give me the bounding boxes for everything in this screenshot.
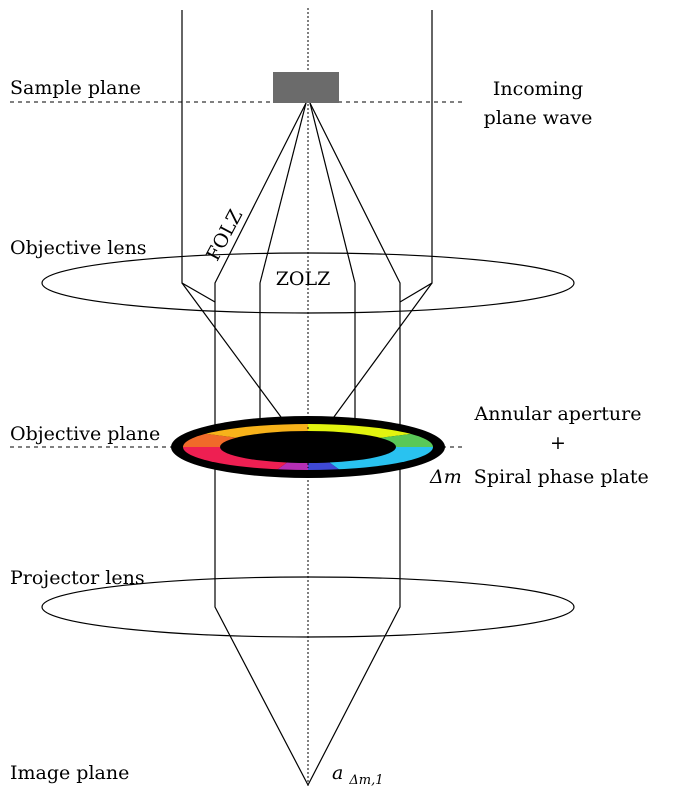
projector-lens bbox=[41, 576, 575, 638]
zolz-label: ZOLZ bbox=[276, 268, 331, 290]
incoming-label-line1: Incoming bbox=[493, 78, 583, 100]
image-amplitude-main: a bbox=[332, 762, 343, 784]
folz-label: FOLZ bbox=[202, 206, 247, 265]
plus-label: + bbox=[550, 432, 566, 454]
spiral-phase-plate-text: Spiral phase plate bbox=[474, 466, 649, 488]
sample-block bbox=[273, 72, 339, 103]
incoming-beam-right-edge bbox=[399, 10, 433, 303]
projector-lens-label: Projector lens bbox=[10, 567, 145, 589]
annular-aperture-label: Annular aperture bbox=[474, 403, 642, 425]
objective-lens-label: Objective lens bbox=[10, 237, 147, 259]
incoming-label-line2: plane wave bbox=[484, 107, 593, 129]
ray-lens-to-focus-right bbox=[319, 282, 433, 437]
image-amplitude-label: a Δm,1 bbox=[332, 762, 384, 787]
delta-m-symbol: Δm bbox=[429, 466, 462, 488]
ray-lens-to-focus-left bbox=[181, 282, 296, 437]
ray-inner-left-a bbox=[259, 102, 307, 284]
objective-lens bbox=[41, 252, 575, 314]
image-amplitude-subscript: Δm,1 bbox=[348, 773, 383, 787]
sample-plane-label: Sample plane bbox=[10, 77, 141, 99]
ray-inner-right-a bbox=[309, 102, 356, 284]
objective-plane-label: Objective plane bbox=[10, 423, 160, 445]
annular-aperture bbox=[171, 416, 445, 478]
spiral-phase-plate-label: Δm Spiral phase plate bbox=[429, 466, 649, 488]
image-plane-label: Image plane bbox=[10, 762, 129, 784]
